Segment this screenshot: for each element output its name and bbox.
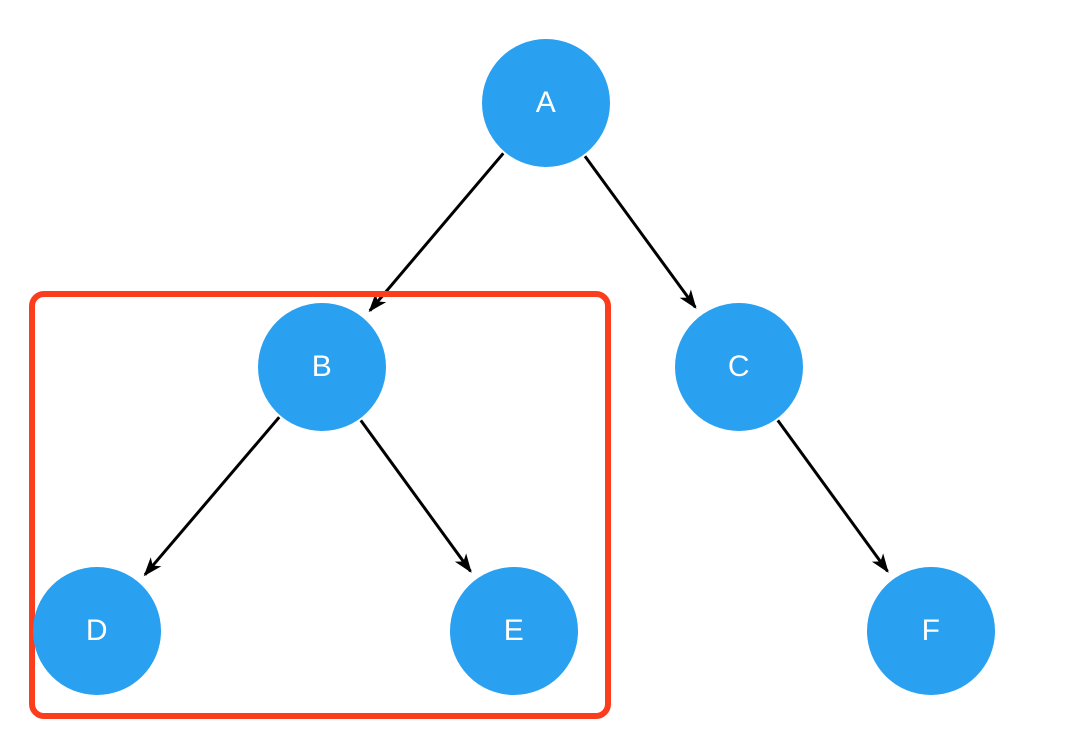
highlight-group	[29, 291, 611, 719]
edge-B-to-D	[143, 416, 281, 577]
edge-A-to-B	[368, 152, 505, 313]
edge-B-to-E	[359, 419, 472, 573]
edge-C-to-F	[776, 419, 889, 573]
highlight-box	[29, 291, 611, 719]
edge-A-to-C	[583, 155, 697, 309]
edge-group	[143, 152, 889, 577]
